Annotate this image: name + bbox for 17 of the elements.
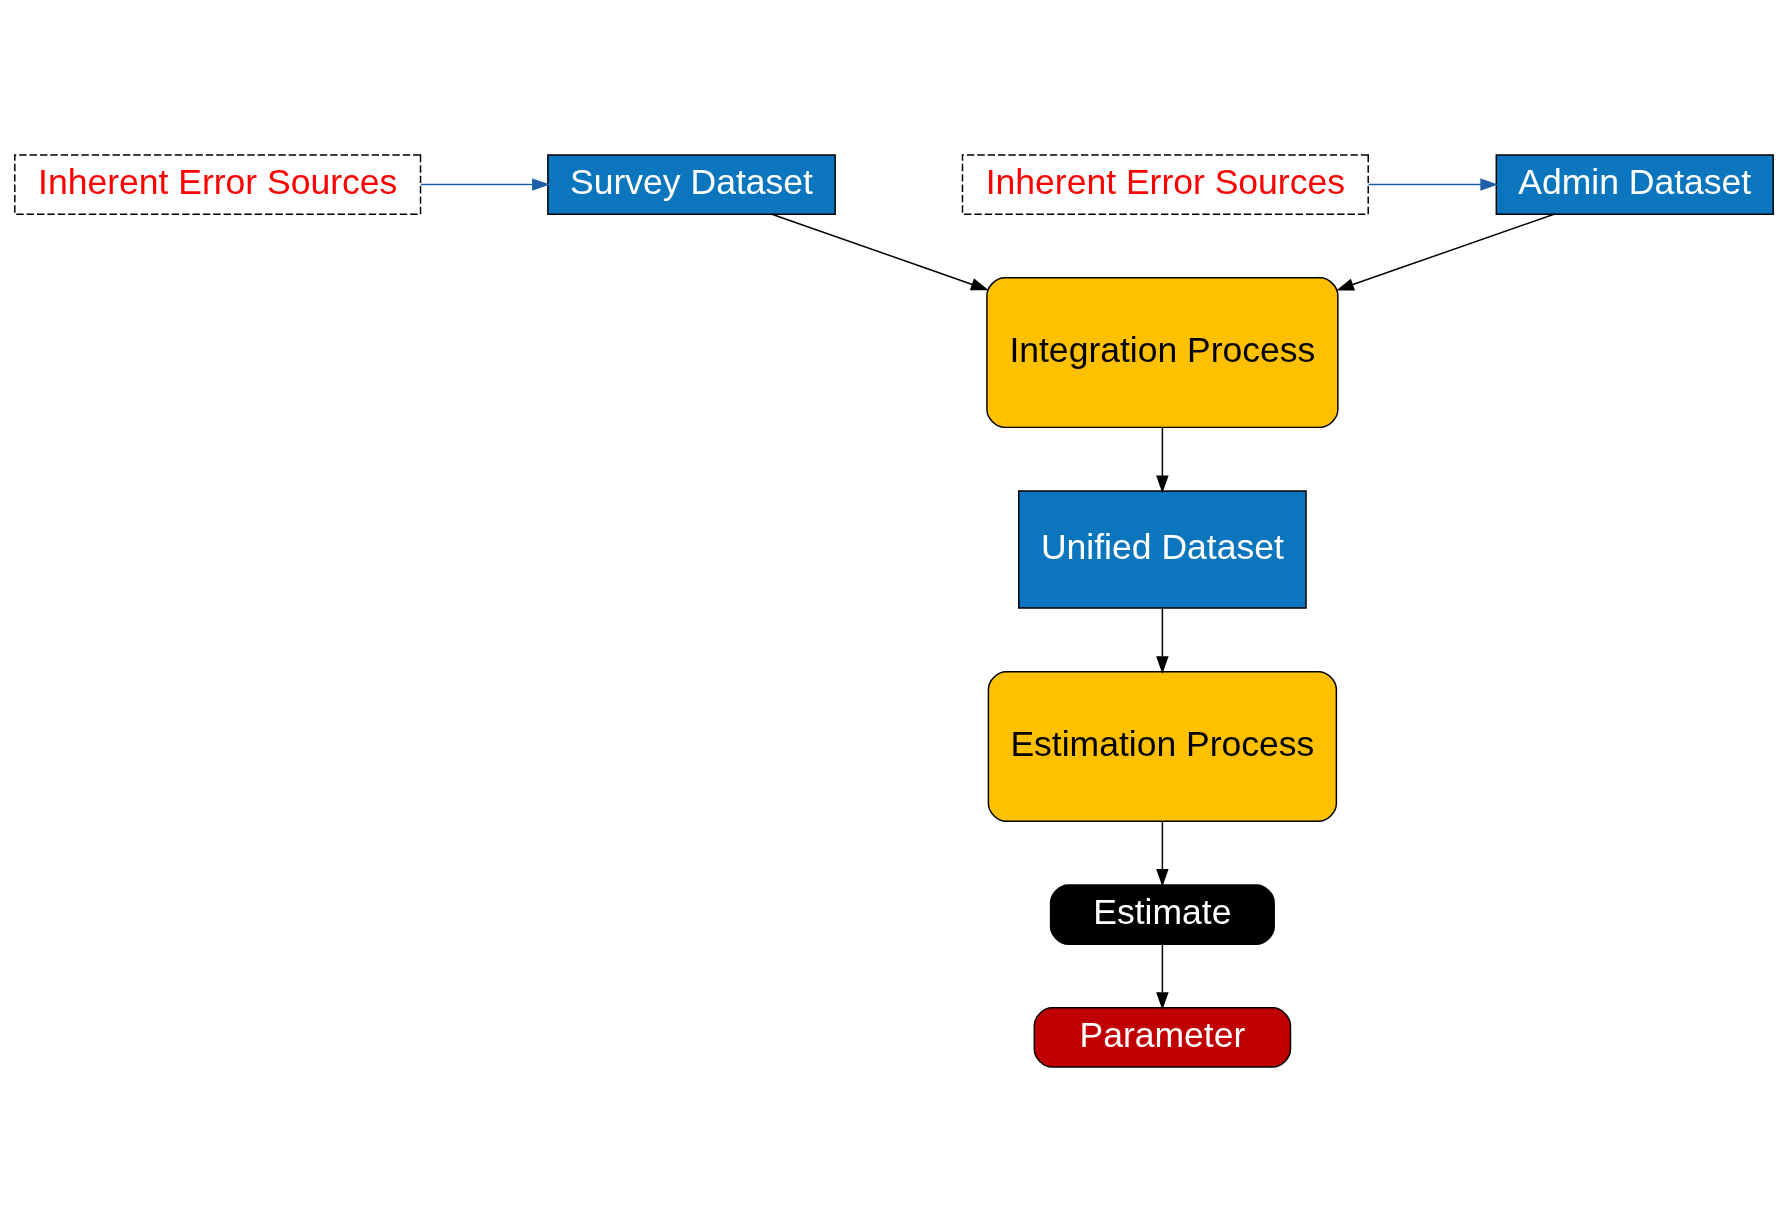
node-box: Estimation Process (987, 670, 1338, 822)
arrow (1367, 178, 1499, 191)
arrow (1156, 607, 1169, 674)
arrow (1156, 426, 1169, 494)
arrow (1156, 943, 1169, 1010)
node-box: Parameter (1033, 1007, 1292, 1068)
arrow (1156, 820, 1169, 887)
arrow (1336, 213, 1555, 291)
node-box: Inherent Error Sources (14, 154, 422, 215)
node-box: Admin Dataset (1495, 154, 1774, 215)
node-box: Unified Dataset (1018, 490, 1307, 609)
node-box: Estimate (1049, 884, 1275, 945)
node-box: Inherent Error Sources (961, 154, 1369, 215)
arrow (771, 213, 989, 291)
node-box: Integration Process (986, 277, 1339, 429)
arrow (420, 178, 550, 191)
node-box: Survey Dataset (547, 154, 836, 215)
